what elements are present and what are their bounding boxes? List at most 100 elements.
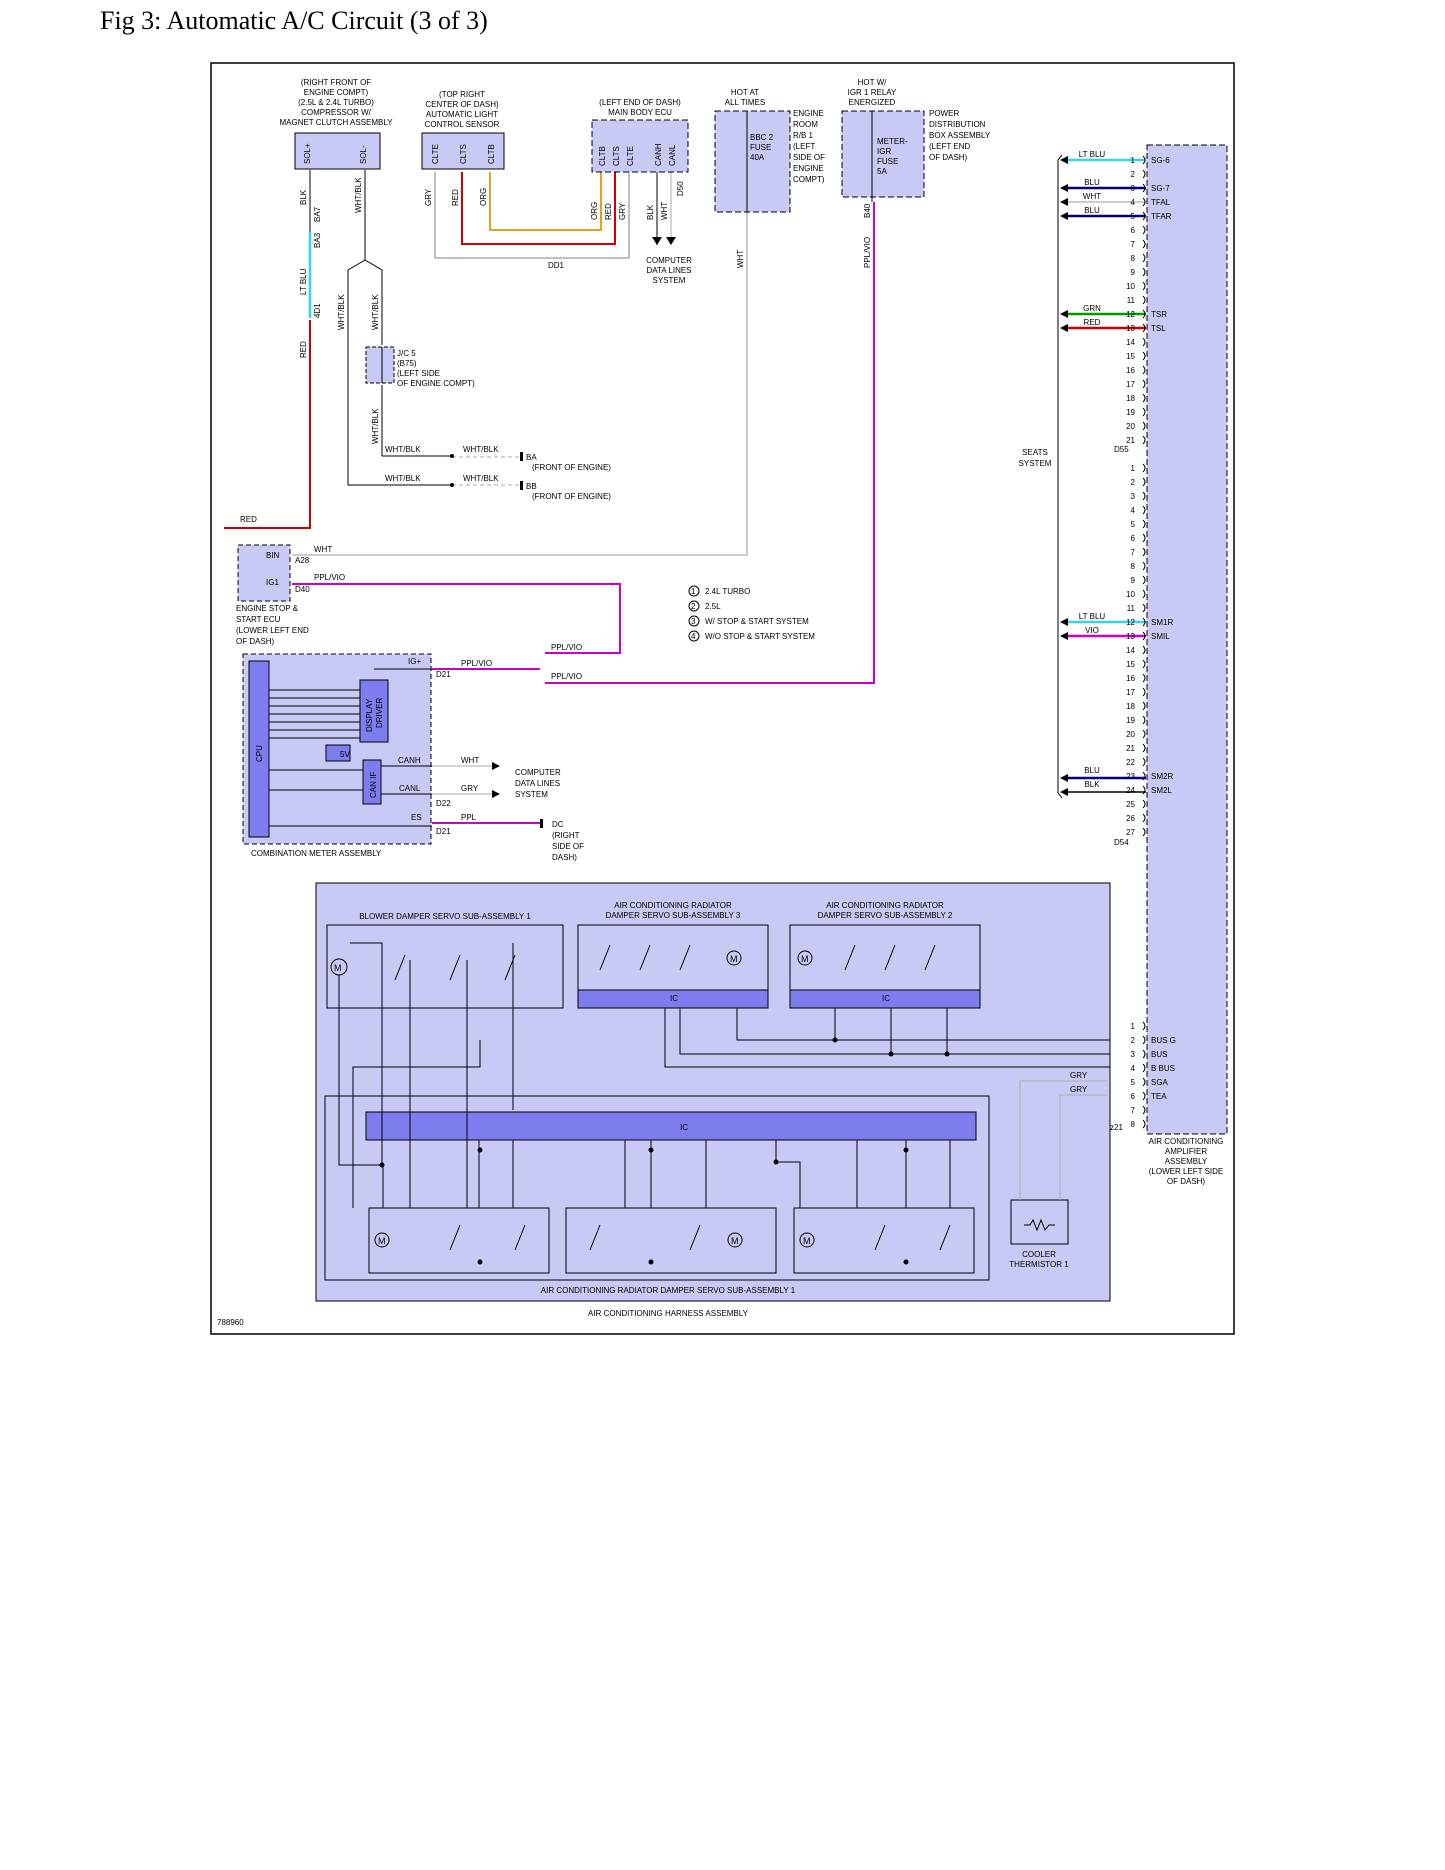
svg-text:OF ENGINE COMPT): OF ENGINE COMPT) [397,379,475,388]
pin-terminal [1142,1105,1146,1115]
svg-text:CONTROL SENSOR: CONTROL SENSOR [425,120,500,129]
svg-text:3: 3 [691,617,696,626]
svg-text:ASSEMBLY: ASSEMBLY [1165,1157,1208,1166]
pin-number: 4 [1131,1064,1136,1073]
svg-text:PPL/VIO: PPL/VIO [314,573,345,582]
svg-text:(LOWER LEFT SIDE: (LOWER LEFT SIDE [1149,1167,1224,1176]
ac-amplifier-assembly: AIR CONDITIONING AMPLIFIER ASSEMBLY (LOW… [1146,144,1228,1186]
svg-text:BB: BB [526,482,537,491]
svg-text:(RIGHT: (RIGHT [552,831,580,840]
pin-number: 1 [1131,1022,1136,1031]
svg-text:WHT: WHT [461,756,479,765]
diagram-border [210,62,1235,1335]
pin-number: 27 [1126,828,1135,837]
svg-text:R/B 1: R/B 1 [793,131,814,140]
svg-text:M: M [803,1236,811,1246]
pin-name: BUS [1151,1050,1167,1059]
svg-text:ENGINE COMPT): ENGINE COMPT) [304,88,369,97]
pin-terminal [1142,729,1146,739]
pin-name: TSL [1151,324,1166,333]
svg-text:CANH: CANH [398,756,421,765]
svg-text:AIR CONDITIONING HARNESS ASSEM: AIR CONDITIONING HARNESS ASSEMBLY [588,1309,749,1318]
svg-text:BLOWER DAMPER SERVO SUB-ASSEMB: BLOWER DAMPER SERVO SUB-ASSEMBLY 1 [359,912,531,921]
wire-wht-bin [292,212,748,556]
svg-text:D55: D55 [1114,445,1129,454]
pin-number: 26 [1126,814,1135,823]
legend: 1 2.4L TURBO 2 2.5L 3 W/ STOP & START SY… [688,585,815,642]
wire-red-compressor [224,320,311,529]
pin-terminal [1142,1035,1146,1045]
wire-labels: BLK LT BLU RED WHT/BLK WHT/BLK WHT/BLK W… [240,177,872,822]
pin-number: 21 [1126,744,1135,753]
pin-number: 10 [1126,282,1135,291]
svg-text:GRY: GRY [1070,1085,1088,1094]
pin-number: 4 [1131,198,1136,207]
pin-terminal [1142,589,1146,599]
svg-text:IC: IC [882,994,890,1003]
ground-bb: BB (FRONT OF ENGINE) [450,481,611,501]
svg-text:BIN: BIN [266,551,280,560]
page-title: Fig 3: Automatic A/C Circuit (3 of 3) [100,6,488,35]
pin-terminal [1142,295,1146,305]
pin-wire-color: LT BLU [1079,150,1106,159]
svg-text:SOL-: SOL- [359,145,368,164]
svg-text:IGR: IGR [877,147,891,156]
svg-text:M: M [378,1236,386,1246]
svg-text:DISTRIBUTION: DISTRIBUTION [929,120,986,129]
pin-name: SM2R [1151,772,1173,781]
svg-text:GRY: GRY [424,188,433,206]
ground-dc: DC (RIGHT SIDE OF DASH) [540,819,584,862]
svg-text:AIR CONDITIONING RADIATOR: AIR CONDITIONING RADIATOR [826,901,944,910]
svg-text:COMPUTER: COMPUTER [515,768,561,777]
engine-stop-start-ecu: BIN IG1 ENGINE STOP & START ECU (LOWER L… [236,544,309,646]
pin-terminal [1142,799,1146,809]
pin-terminal [1142,631,1146,641]
pin-name: SGA [1151,1078,1169,1087]
pin-wire-color: BLK [1084,780,1100,789]
pin-number: 8 [1131,1120,1136,1129]
svg-text:CLTB: CLTB [598,146,607,166]
pin-number: 20 [1126,730,1135,739]
svg-text:40A: 40A [750,153,765,162]
pin-terminal [1142,491,1146,501]
pin-wire-color: BLU [1084,766,1100,775]
svg-text:COMBINATION METER ASSEMBLY: COMBINATION METER ASSEMBLY [251,849,382,858]
svg-text:4: 4 [691,632,696,641]
svg-text:PPL/VIO: PPL/VIO [863,237,872,268]
pin-number: 8 [1131,254,1136,263]
svg-text:(LEFT END OF DASH): (LEFT END OF DASH) [599,98,681,107]
wires [224,154,1146,824]
svg-text:(LEFT SIDE: (LEFT SIDE [397,369,440,378]
svg-text:ENGINE: ENGINE [793,164,824,173]
pin-number: 25 [1126,800,1135,809]
svg-text:GRY: GRY [1070,1071,1088,1080]
pin-number: 14 [1126,646,1135,655]
pin-wire-color: BLU [1084,206,1100,215]
svg-text:B40: B40 [863,203,872,218]
pin-number: 15 [1126,352,1135,361]
pin-terminal [1142,701,1146,711]
svg-text:DD1: DD1 [548,261,565,270]
computer-data-lines-2: COMPUTER DATA LINES SYSTEM [515,768,561,799]
pin-terminal [1142,393,1146,403]
pin-terminal [1142,561,1146,571]
svg-text:D50: D50 [676,181,685,196]
svg-text:CANH: CANH [654,143,663,166]
svg-text:CANL: CANL [399,784,421,793]
svg-text:SIDE OF: SIDE OF [552,842,584,851]
svg-text:FUSE: FUSE [750,143,771,152]
svg-text:SYSTEM: SYSTEM [1019,459,1052,468]
svg-text:MAGNET CLUTCH ASSEMBLY: MAGNET CLUTCH ASSEMBLY [279,118,393,127]
svg-text:D54: D54 [1114,838,1129,847]
svg-text:CAN IF: CAN IF [369,772,378,798]
svg-text:M: M [801,954,809,964]
svg-text:DC: DC [552,820,564,829]
svg-text:IG1: IG1 [266,578,279,587]
svg-text:COOLER: COOLER [1022,1250,1056,1259]
pin-name: BUS G [1151,1036,1176,1045]
pin-terminal [1142,813,1146,823]
svg-text:(LOWER LEFT END: (LOWER LEFT END [236,626,309,635]
pin-number: 1 [1131,156,1136,165]
svg-text:OF DASH): OF DASH) [236,637,275,646]
